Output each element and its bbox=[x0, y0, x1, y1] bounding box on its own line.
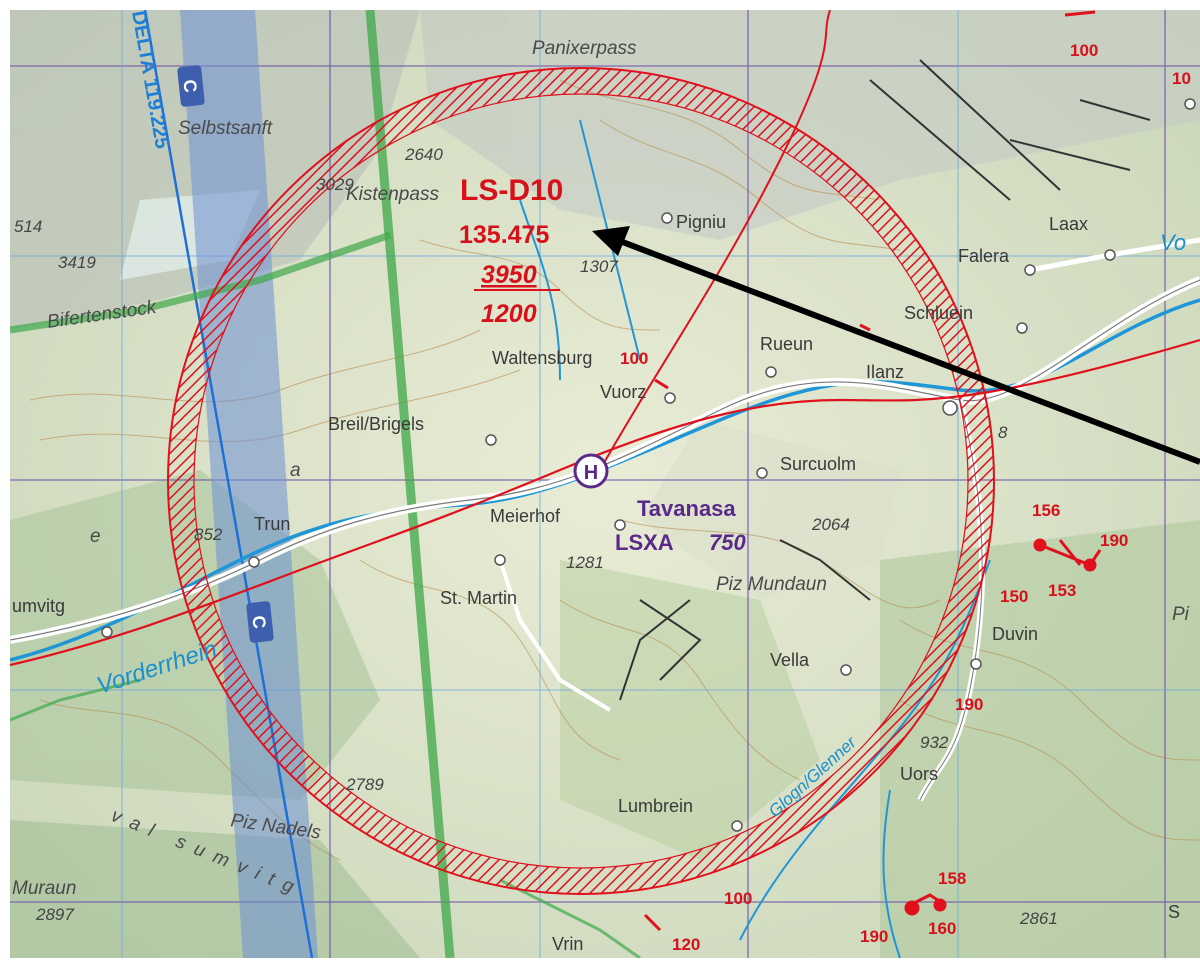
label-ilanz: Ilanz bbox=[866, 362, 904, 382]
zone-lower-limit: 1200 bbox=[481, 300, 537, 328]
spot-height-2897: 2897 bbox=[35, 905, 74, 924]
label-meierhof: Meierhof bbox=[490, 506, 561, 526]
obstacle-height-100-waltensburg: 100 bbox=[620, 349, 648, 368]
label-vo-fragment: Vo bbox=[1160, 230, 1186, 255]
heliport-symbol[interactable]: H bbox=[573, 453, 609, 489]
airway-class-badge-top: C bbox=[177, 65, 205, 107]
spot-height-2064: 2064 bbox=[811, 515, 850, 534]
obstacle-height-120: 120 bbox=[672, 935, 700, 954]
heliport-letter: H bbox=[584, 462, 598, 484]
frame-left bbox=[0, 0, 10, 962]
pointer-arrow bbox=[592, 226, 1200, 465]
spot-height-852: 852 bbox=[194, 525, 223, 544]
spot-height-2640: 2640 bbox=[404, 145, 443, 164]
place-markers bbox=[101, 98, 1196, 832]
label-vella: Vella bbox=[770, 650, 810, 670]
obstacle-height-160: 160 bbox=[928, 919, 956, 938]
label-pigniu: Pigniu bbox=[676, 212, 726, 232]
obstacle-markers bbox=[643, 10, 1102, 932]
label-uors: Uors bbox=[900, 764, 938, 784]
label-schluein: Schluein bbox=[904, 303, 973, 323]
restricted-zone-ls-d10 bbox=[167, 67, 995, 895]
label-vrin: Vrin bbox=[552, 934, 583, 954]
label-breil-brigels: Breil/Brigels bbox=[328, 414, 424, 434]
obstacle-height-156: 156 bbox=[1032, 501, 1060, 520]
spot-height-8: 8 bbox=[998, 423, 1008, 442]
label-sumvitg: umvitg bbox=[12, 596, 65, 616]
green-border-line-south bbox=[9, 678, 641, 960]
aerodrome-name: Tavanasa bbox=[637, 496, 736, 521]
spot-height-1281: 1281 bbox=[566, 553, 604, 572]
label-pi-fragment: Pi bbox=[1172, 604, 1190, 625]
label-a-letter: a bbox=[290, 460, 301, 481]
label-panixerpass: Panixerpass bbox=[532, 38, 637, 59]
spot-height-514: 514 bbox=[14, 217, 42, 236]
aerodrome-elevation: 750 bbox=[709, 530, 746, 555]
spot-height-2861: 2861 bbox=[1019, 909, 1058, 928]
obstacle-height-100-top: 100 bbox=[1070, 41, 1098, 60]
obstacle-height-190-b: 190 bbox=[955, 695, 983, 714]
zone-id-label: LS-D10 bbox=[460, 174, 563, 207]
zone-frequency-label: 135.475 bbox=[459, 221, 549, 249]
airway-class-badge-bottom: C bbox=[246, 601, 274, 643]
svg-text:C: C bbox=[179, 79, 200, 94]
spot-height-932: 932 bbox=[920, 733, 949, 752]
label-waltensburg: Waltensburg bbox=[492, 348, 592, 368]
obstacle-height-150: 150 bbox=[1000, 587, 1028, 606]
obstacle-height-100-bottom: 100 bbox=[724, 889, 752, 908]
label-selbstsanft: Selbstsanft bbox=[178, 118, 273, 139]
frame-bottom bbox=[0, 958, 1200, 962]
airway-boundary-line bbox=[143, 9, 314, 959]
frame-top bbox=[0, 0, 1200, 10]
spot-height-1307: 1307 bbox=[580, 257, 618, 276]
airway-corridor bbox=[180, 10, 318, 958]
label-piz-mundaun: Piz Mundaun bbox=[716, 574, 827, 595]
spot-height-3419: 3419 bbox=[58, 253, 96, 272]
aerodrome-code: LSXA bbox=[615, 530, 674, 555]
label-duvin: Duvin bbox=[992, 624, 1038, 644]
label-muraun: Muraun bbox=[12, 878, 76, 899]
label-e-letter: e bbox=[90, 526, 101, 547]
obstacle-height-153: 153 bbox=[1048, 581, 1076, 600]
label-trun: Trun bbox=[254, 514, 290, 534]
label-kistenpass: Kistenpass bbox=[346, 184, 439, 205]
spot-height-3029: 3029 bbox=[316, 175, 354, 194]
green-corridor-line bbox=[365, 9, 455, 959]
obstacle-height-158: 158 bbox=[938, 869, 966, 888]
obstacle-height-190-c: 190 bbox=[860, 927, 888, 946]
label-st-martin: St. Martin bbox=[440, 588, 517, 608]
svg-text:C: C bbox=[248, 615, 269, 630]
label-vuorz: Vuorz bbox=[600, 382, 646, 402]
spot-height-2789: 2789 bbox=[345, 775, 384, 794]
green-border-line bbox=[9, 231, 392, 334]
obstacle-height-10-top: 10 bbox=[1172, 69, 1191, 88]
label-rueun: Rueun bbox=[760, 334, 813, 354]
zone-upper-limit: 3950 bbox=[481, 261, 537, 289]
obstacle-height-190-a: 190 bbox=[1100, 531, 1128, 550]
label-lumbrein: Lumbrein bbox=[618, 796, 693, 816]
label-laax: Laax bbox=[1049, 214, 1088, 234]
label-surcuolm: Surcuolm bbox=[780, 454, 856, 474]
cableways bbox=[619, 59, 1151, 701]
label-s-fragment: S bbox=[1168, 902, 1180, 922]
label-falera: Falera bbox=[958, 246, 1010, 266]
